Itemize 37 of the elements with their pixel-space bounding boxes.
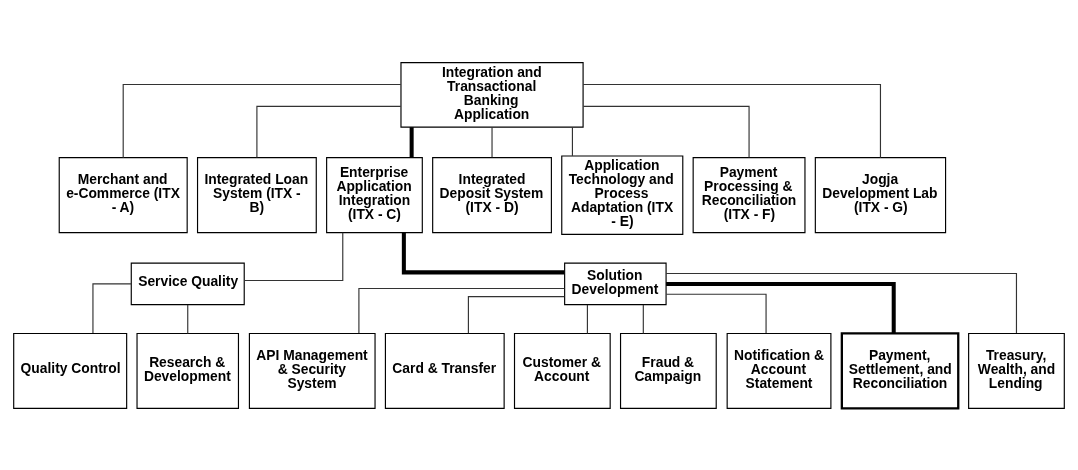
node-box: Customer & Account	[513, 332, 611, 409]
connector	[491, 126, 493, 158]
connector	[244, 231, 344, 281]
connector	[582, 105, 750, 158]
node-box: Enterprise Application Integration (ITX - C)	[326, 156, 423, 233]
node-box: Service Quality	[130, 262, 245, 305]
connector	[665, 272, 1018, 334]
connector	[256, 105, 402, 158]
node-box: API Management & Security System	[248, 332, 376, 409]
node-box: Integrated Deposit System (ITX - D)	[432, 156, 552, 233]
connector	[571, 126, 573, 156]
node-box: Integrated Loan System (ITX - B)	[196, 156, 317, 233]
connector	[665, 293, 767, 334]
node-box: Research & Development	[136, 332, 240, 409]
node-box: Treasury, Wealth, and Lending	[968, 332, 1065, 409]
connector	[582, 83, 882, 158]
connector	[92, 282, 132, 334]
node-box: Notification & Account Statement	[726, 332, 832, 409]
node-box: Quality Control	[13, 332, 128, 409]
node-box: Payment Processing & Reconciliation (ITX - F)	[692, 156, 806, 233]
connector	[401, 232, 565, 274]
node-box: Merchant and e-Commerce (ITX - A)	[58, 156, 188, 233]
connector	[467, 295, 565, 334]
node-box: Payment, Settlement, and Reconciliation	[840, 331, 960, 410]
connector	[642, 303, 644, 334]
node-box: Fraud & Campaign	[619, 332, 717, 409]
node-box: Integration and Transactional Banking Application	[400, 61, 584, 128]
connector	[358, 287, 565, 334]
connector	[666, 281, 896, 333]
connector	[187, 303, 189, 334]
node-box: Solution Development	[564, 262, 667, 305]
connector	[409, 126, 414, 157]
connector	[586, 303, 588, 334]
node-box: Card & Transfer	[384, 332, 505, 409]
node-box: Application Technology and Process Adaptation (ITX - E)	[561, 154, 684, 235]
node-box: Jogja Development Lab (ITX - G)	[814, 156, 947, 233]
connector	[122, 83, 402, 158]
